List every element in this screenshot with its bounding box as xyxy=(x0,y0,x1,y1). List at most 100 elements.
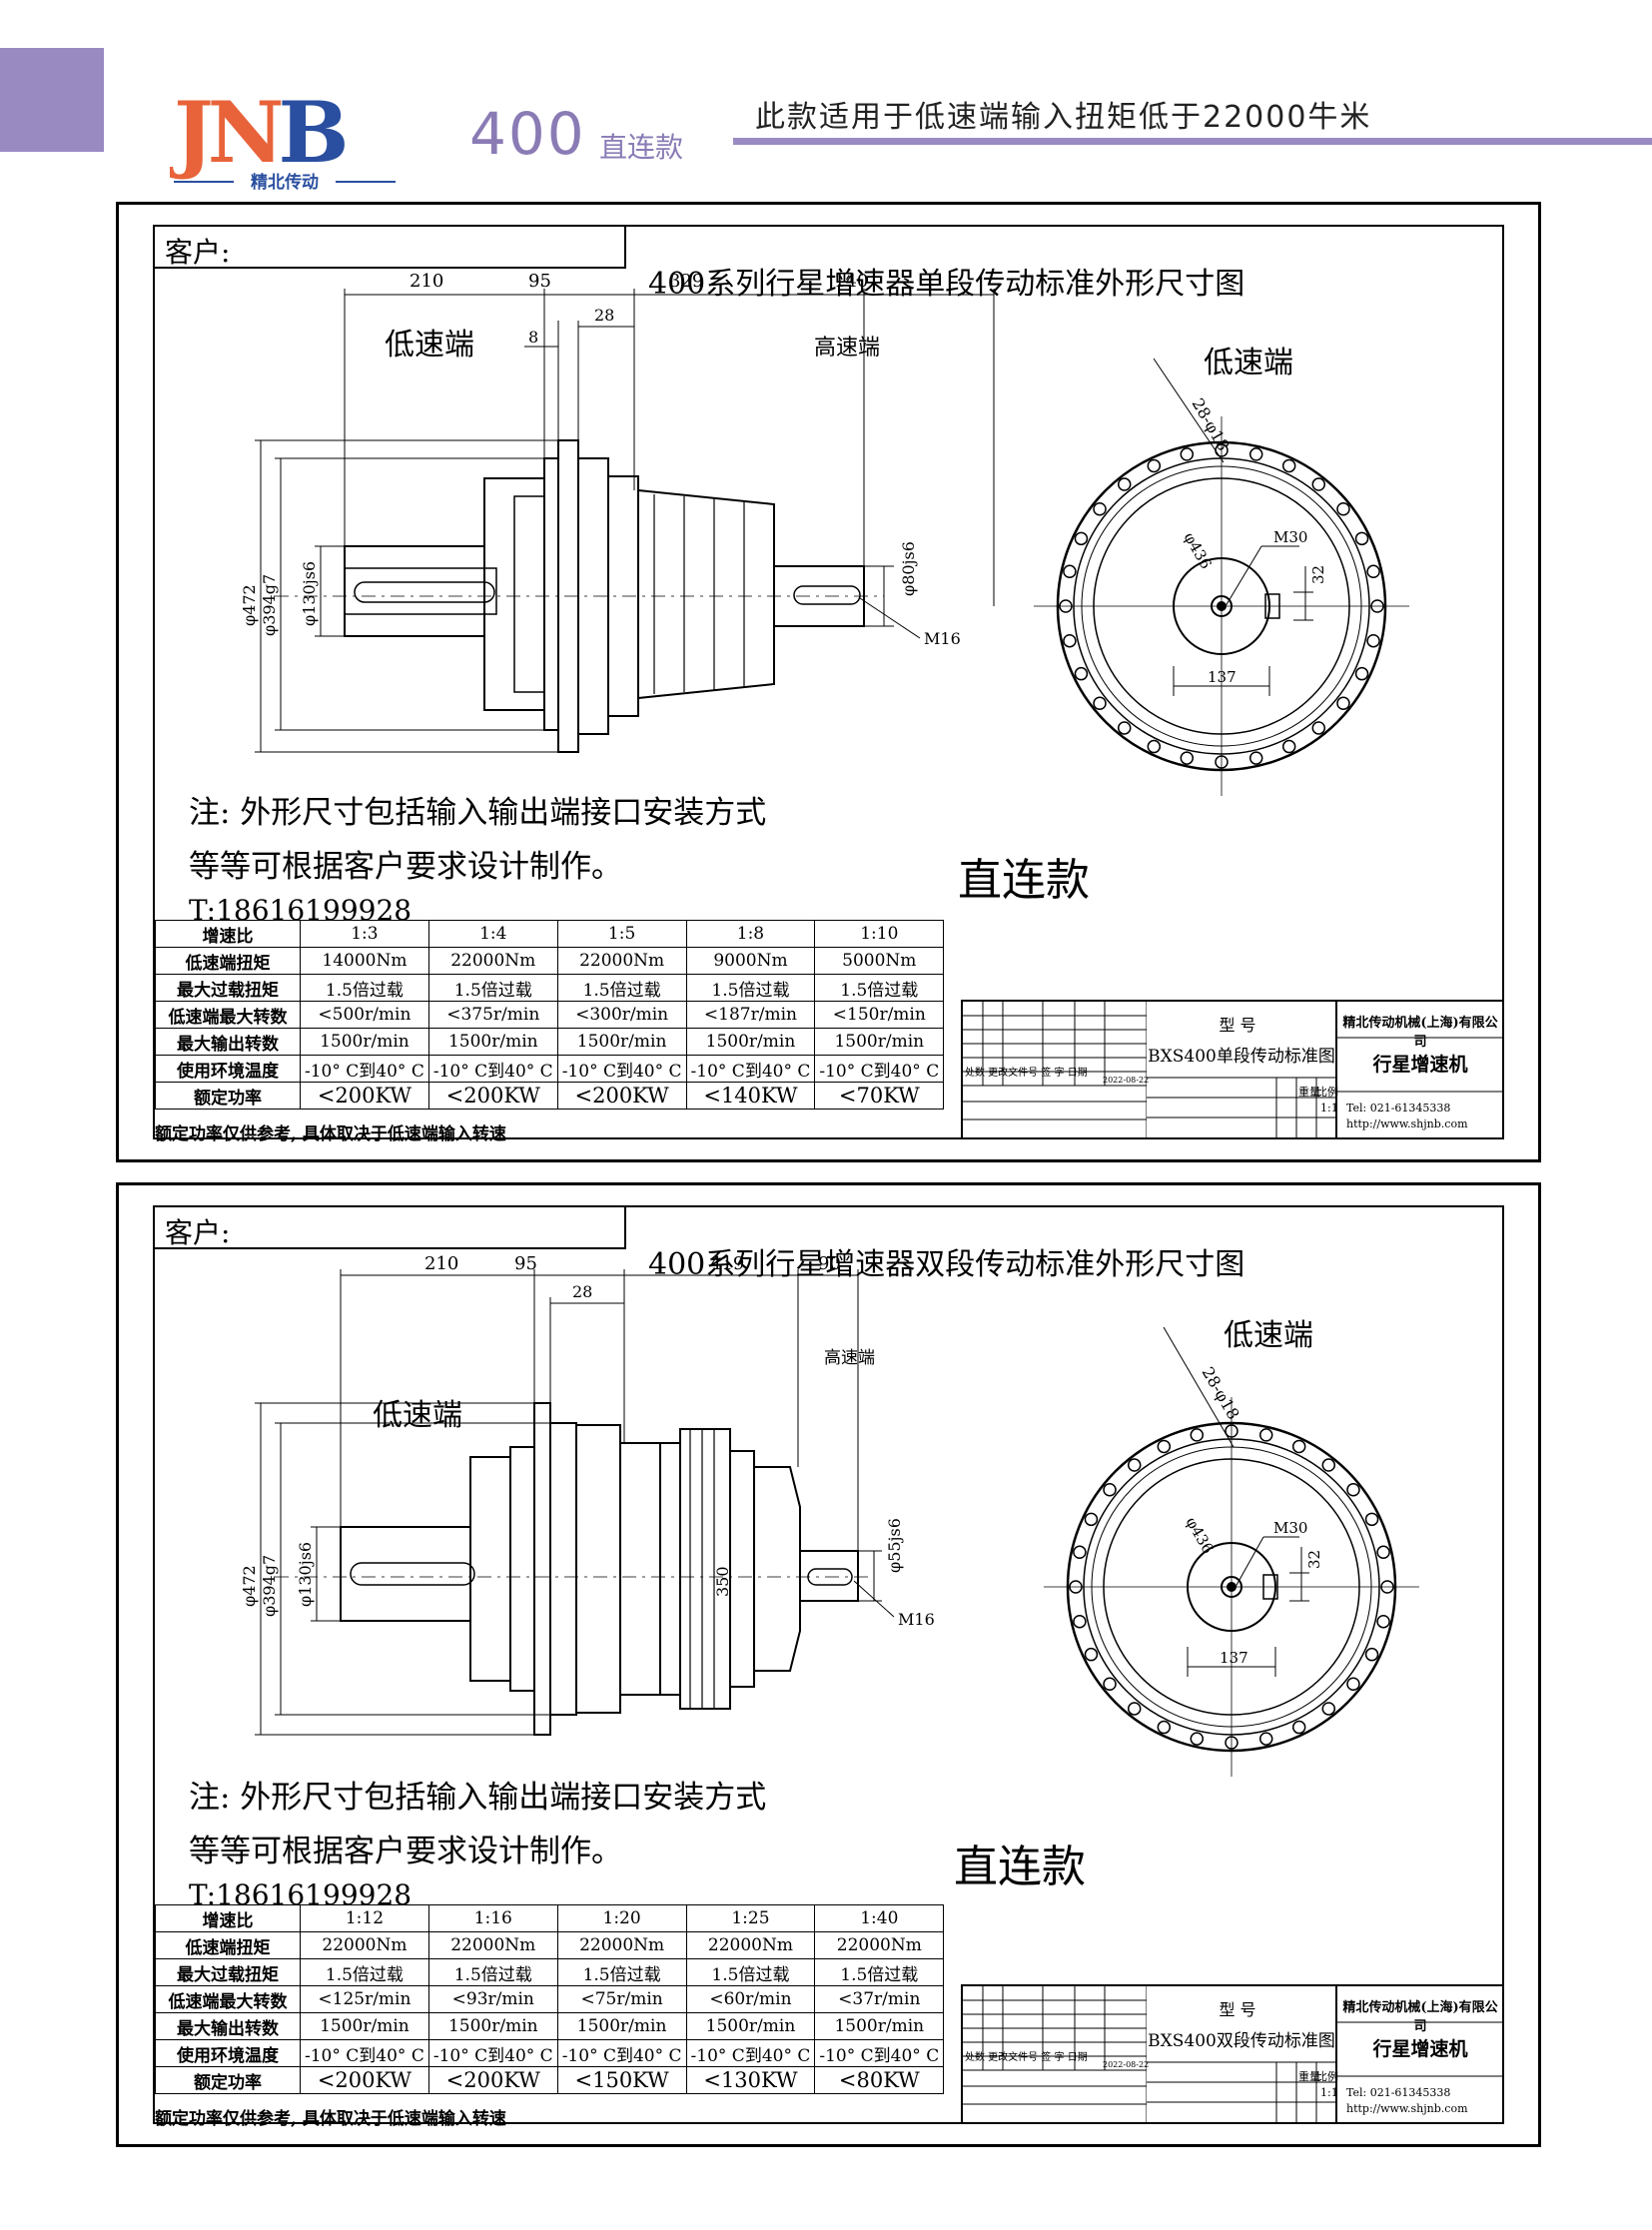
note-line-1: 注: 外形尺寸包括输入输出端接口安装方式 xyxy=(189,1780,767,1816)
side-view-drawing: 210 95 419 90 28 低速端 高速端 φ472 φ394g7 φ13… xyxy=(240,1253,1419,1777)
flange-thread: M30 xyxy=(1273,1519,1307,1537)
table-cell: 22000Nm xyxy=(556,947,687,975)
company-web: http://www.shjnb.com xyxy=(1346,2102,1468,2115)
company-name: 精北传动机械(上海)有限公司 xyxy=(1342,1016,1498,1050)
sheet-frame: 客户: 400系列行星增速器双段传动标准外形尺寸图 xyxy=(153,1205,1504,2129)
series-subtitle: 直连款 xyxy=(599,131,684,164)
table-row: 低速端扭矩 14000Nm 22000Nm 22000Nm 9000Nm 500… xyxy=(155,947,945,975)
bolt-hole xyxy=(1059,599,1073,613)
spec-table: 增速比 1:12 1:16 1:20 1:25 1:40 低速端扭矩 22000… xyxy=(155,1904,945,2094)
table-header-cell: 1:16 xyxy=(427,1904,558,1932)
table-cell: 最大输出转数 xyxy=(155,2012,301,2040)
high-end-label: 高速端 xyxy=(814,336,880,361)
table-cell: 1.5倍过载 xyxy=(685,1958,816,1986)
dim-140: 140 xyxy=(834,271,868,292)
dim-m16: M16 xyxy=(924,629,961,648)
table-cell: 最大过载扭矩 xyxy=(155,974,301,1002)
table-row: 低速端最大转数 <125r/min <93r/min <75r/min <60r… xyxy=(155,1985,945,2013)
table-cell: 低速端最大转数 xyxy=(155,1985,301,2013)
bolt-hole xyxy=(1117,721,1132,735)
table-row: 额定功率 <200KW <200KW <200KW <140KW <70KW xyxy=(155,1082,945,1110)
revision-columns: 处数 更改文件号 签 字 日期 xyxy=(965,2052,1088,2063)
dim-472: φ472 xyxy=(240,1565,259,1607)
table-cell: 1.5倍过载 xyxy=(300,1958,429,1986)
svg-text:JNB: JNB xyxy=(170,84,346,182)
table-cell: 9000Nm xyxy=(685,947,816,975)
dim-out-shaft: φ55js6 xyxy=(885,1518,904,1573)
product-name: 行星增速机 xyxy=(1372,2038,1468,2060)
table-header-row: 增速比 1:3 1:4 1:5 1:8 1:10 xyxy=(155,920,945,948)
table-row: 使用环境温度 -10° C到40° C -10° C到40° C -10° C到… xyxy=(155,1055,945,1083)
bolt-hole xyxy=(1073,1614,1087,1629)
bolt-hole xyxy=(1370,599,1384,613)
table-cell: 1500r/min xyxy=(300,2012,429,2040)
note-line-2: 等等可根据客户要求设计制作。 xyxy=(189,849,622,885)
model-header: 型 号 xyxy=(1219,1016,1256,1035)
table-row: 最大过载扭矩 1.5倍过载 1.5倍过载 1.5倍过载 1.5倍过载 1.5倍过… xyxy=(155,974,945,1002)
customer-label: 客户: xyxy=(155,1207,626,1249)
table-cell: 1500r/min xyxy=(427,1028,558,1056)
ratio: 1:1 xyxy=(1320,2086,1338,2099)
dim-329: 329 xyxy=(669,271,703,292)
dim-210: 210 xyxy=(410,271,443,292)
bolt-hole xyxy=(1180,447,1195,461)
table-cell: <200KW xyxy=(300,2066,429,2094)
company-name: 精北传动机械(上海)有限公司 xyxy=(1342,2000,1498,2034)
bolt-hole xyxy=(1074,531,1089,546)
dim-8: 8 xyxy=(528,328,538,347)
table-cell: <75r/min xyxy=(556,1985,687,2013)
bolt-hole xyxy=(1093,696,1107,711)
dim-130: φ130js6 xyxy=(300,561,319,626)
table-cell: 低速端最大转数 xyxy=(155,1001,301,1029)
bolt-hole xyxy=(1366,564,1380,579)
bolt-hole xyxy=(1311,477,1326,491)
table-cell: 1.5倍过载 xyxy=(300,974,429,1002)
jnb-logo: JNB 精北传动 xyxy=(170,84,396,193)
bolt-hole xyxy=(1215,755,1229,769)
bolt-hole xyxy=(1103,1482,1117,1497)
customer-label: 客户: xyxy=(155,227,626,269)
dim-419: 419 xyxy=(710,1253,744,1274)
drawing-sheet-double: 客户: 400系列行星增速器双段传动标准外形尺寸图 xyxy=(116,1182,1541,2147)
table-header-cell: 1:10 xyxy=(814,920,945,948)
flange-front-view: 低速端 28-φ18 φ436 M30 32 137 xyxy=(1034,346,1409,796)
dim-350: 350 xyxy=(713,1566,732,1597)
table-cell: <150r/min xyxy=(814,1001,945,1029)
model-name: BXS400单段传动标准图 xyxy=(1148,1047,1335,1067)
company-web: http://www.shjnb.com xyxy=(1346,1117,1468,1130)
dim-m16: M16 xyxy=(898,1610,935,1629)
table-footnote: 额定功率仅供参考, 具体取决于低速端输入转速 xyxy=(155,2109,506,2129)
table-row: 额定功率 <200KW <200KW <150KW <130KW <80KW xyxy=(155,2066,945,2094)
table-header-cell: 1:40 xyxy=(814,1904,945,1932)
table-cell: 1.5倍过载 xyxy=(814,1958,945,1986)
bolt-hole xyxy=(1346,1482,1360,1497)
bolt-hole xyxy=(1225,1736,1239,1750)
flange-pcd: φ436 xyxy=(1181,529,1216,572)
bolt-hole xyxy=(1336,501,1350,516)
bolt-hole xyxy=(1376,1545,1390,1560)
bolt-hole xyxy=(1248,447,1263,461)
table-cell: 低速端扭矩 xyxy=(155,947,301,975)
table-row: 低速端最大转数 <500r/min <375r/min <300r/min <1… xyxy=(155,1001,945,1029)
table-cell: -10° C到40° C xyxy=(300,1055,429,1083)
table-cell: 1.5倍过载 xyxy=(556,1958,687,1986)
bolt-hole xyxy=(1127,1458,1142,1472)
weight-label: 重量 xyxy=(1298,1086,1320,1099)
flange-key: 32 xyxy=(1309,565,1327,584)
table-cell: <375r/min xyxy=(427,1001,558,1029)
company-tel: Tel: 021-61345338 xyxy=(1346,1102,1451,1115)
header-color-block xyxy=(0,48,104,152)
table-cell: -10° C到40° C xyxy=(427,2039,558,2067)
bolt-hole xyxy=(1093,501,1107,516)
scale-label: 比例 xyxy=(1316,2070,1338,2083)
flange-thread: M30 xyxy=(1273,528,1307,546)
table-cell: <500r/min xyxy=(300,1001,429,1029)
table-cell: 1500r/min xyxy=(556,1028,687,1056)
bolt-hole xyxy=(1354,666,1369,681)
model-header: 型 号 xyxy=(1219,2000,1256,2019)
header-bar xyxy=(733,138,1652,145)
table-cell: <150KW xyxy=(556,2066,687,2094)
dim-394: φ394g7 xyxy=(260,1555,279,1617)
bolt-hole xyxy=(1063,633,1077,648)
dim-472: φ472 xyxy=(240,584,259,626)
